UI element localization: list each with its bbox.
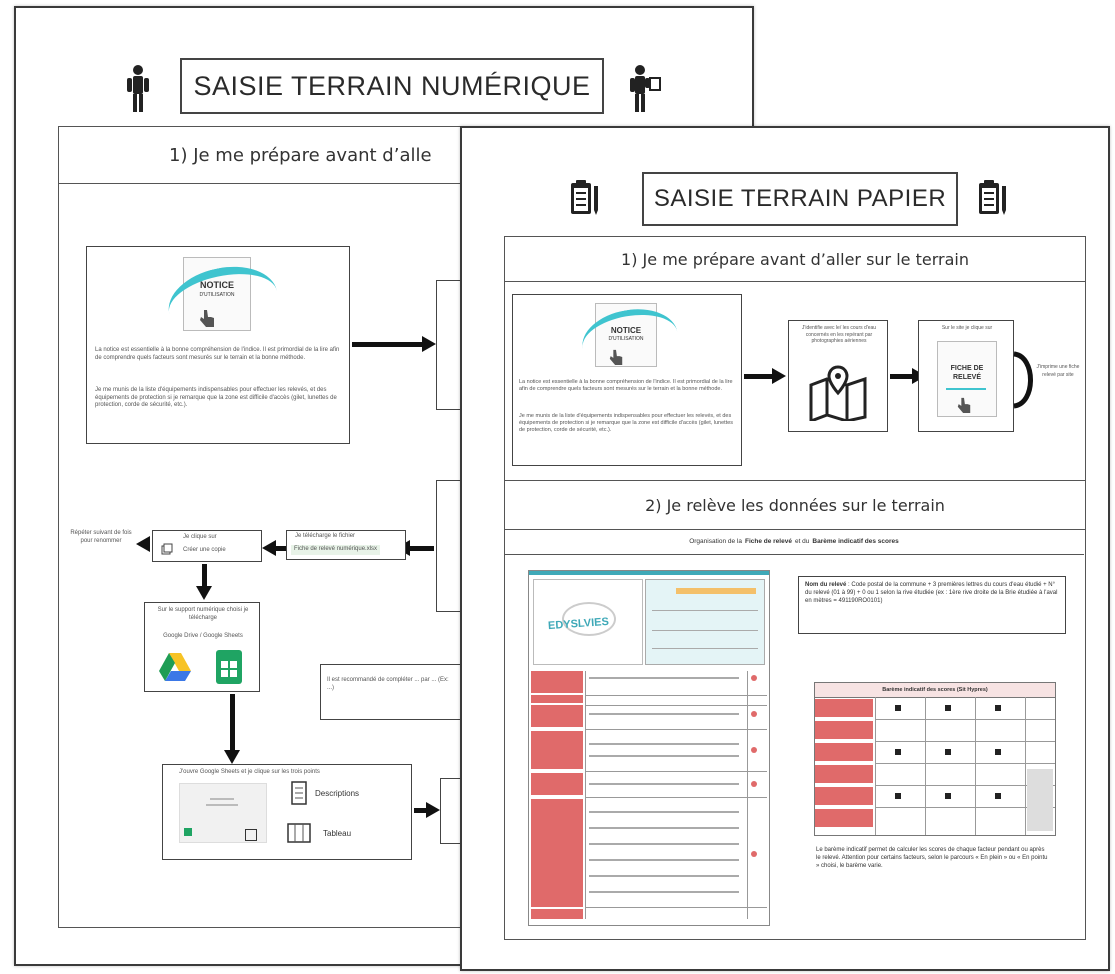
person-with-tablet-icon	[630, 65, 661, 112]
front-arrow-right-2	[890, 368, 926, 384]
front-fiche-box: Sur le site je clique sur FICHE DE RELEV…	[918, 320, 1014, 432]
back-arrow-left-1	[396, 540, 434, 556]
front-notice-box: NOTICE D'UTILISATION La notice est essen…	[512, 294, 742, 466]
google-drive-icon	[159, 653, 191, 681]
back-notice-sub: D'UTILISATION	[199, 292, 235, 298]
front-notice-thumbnail: NOTICE D'UTILISATION	[577, 302, 683, 378]
map-pin-icon	[809, 365, 867, 421]
back-support-title: Sur le support numérique choisi je téléc…	[157, 607, 249, 621]
clipboard-pen-icon	[571, 180, 598, 215]
front-org-bold-2: Barème indicatif des scores	[812, 537, 899, 545]
hand-pointer-icon	[609, 349, 623, 365]
front-nom-releve-text: Nom du relevé : Code postal de la commun…	[805, 581, 1061, 605]
front-fiche-underline	[946, 388, 986, 390]
front-notice-text-1: La notice est essentielle à la bonne com…	[519, 379, 733, 392]
front-page-papier: SAISIE TERRAIN PAPIER 1) Je me prépare a…	[460, 126, 1110, 971]
back-support-box: Sur le support numérique choisi je téléc…	[144, 602, 260, 692]
back-arrow-right-2	[414, 802, 440, 818]
clipboard-pen-icon	[979, 180, 1006, 215]
front-org-mid: et du	[794, 537, 810, 545]
front-notice-label: NOTICE	[610, 326, 642, 335]
front-nom-label: Nom du relevé	[805, 582, 847, 588]
copy-icon	[161, 543, 173, 555]
back-recommend-box: Il est recommandé de compléter ... par .…	[320, 664, 460, 720]
hand-pointer-icon	[200, 310, 214, 327]
back-bottom-title: J'ouvre Google Sheets et je clique sur l…	[179, 769, 320, 775]
back-bottom-item-1: Descriptions	[315, 789, 360, 798]
table-icon	[287, 823, 311, 843]
front-nom-releve-box: Nom du relevé : Code postal de la commun…	[798, 576, 1066, 634]
back-bottom-box: J'ouvre Google Sheets et je clique sur l…	[162, 764, 412, 860]
back-bottom-item-2: Tableau	[323, 829, 352, 838]
front-bareme-table: Barème indicatif des scores (Sit Hypres)	[814, 682, 1056, 836]
back-recommend-text: Il est recommandé de compléter ... par .…	[327, 677, 449, 691]
back-arrow-down-2	[224, 694, 240, 764]
front-fiche-label: FICHE DE RELEVÉ	[950, 365, 984, 381]
front-bareme-text: Le barème indicatif permet de calculer l…	[816, 847, 1048, 869]
front-section2-header: 2) Je relève les données sur le terrain	[504, 480, 1086, 530]
front-org-line: Organisation de la Fiche de relevé et du…	[504, 528, 1084, 555]
front-nom-text: : Code postal de la commune + 3 première…	[805, 582, 1058, 604]
front-org-bold-1: Fiche de relevé	[744, 537, 792, 545]
front-fiche-box-top: Sur le site je clique sur	[941, 325, 993, 331]
back-cutoff-box-3	[440, 778, 460, 844]
back-notice-box: NOTICE D'UTILISATION La notice est essen…	[86, 246, 350, 444]
hand-pointer-icon	[957, 397, 971, 413]
front-arrow-right-1	[744, 368, 786, 384]
back-file-box-sub: Fiche de relevé numérique.xlsx	[291, 545, 381, 555]
back-click-box-sub: Créer une copie	[183, 547, 226, 553]
front-map-box-text: J'identifie avec le/ les cours d'eau con…	[801, 325, 877, 344]
curved-arrow-icon	[1013, 351, 1033, 409]
front-notice-sub: D'UTILISATION	[608, 336, 644, 342]
google-sheets-icon	[216, 650, 242, 684]
back-support-apps: Google Drive / Google Sheets	[163, 633, 243, 639]
back-arrow-left-2	[262, 540, 286, 556]
front-fiche-side-note: J'imprime une fiche relevé par site	[1036, 364, 1080, 378]
document-icon	[291, 781, 307, 805]
back-arrow-right-1	[352, 336, 436, 352]
back-file-box-title: Je télécharge le fichier	[295, 533, 356, 539]
back-bottom-screenshot	[179, 783, 267, 843]
back-side-note: Répéter suivant de fois pour renommer	[70, 530, 132, 544]
front-fiche-releve-thumbnail: EDYSLVIES	[528, 570, 770, 926]
back-click-box: Je clique sur Créer une copie	[152, 530, 262, 562]
back-page-title: SAISIE TERRAIN NUMÉRIQUE	[180, 58, 604, 114]
back-checkbox[interactable]	[245, 829, 257, 841]
back-notice-swoosh	[162, 257, 284, 347]
back-click-box-title: Je clique sur	[183, 534, 217, 540]
front-org-pre: Organisation de la	[689, 537, 742, 545]
back-arrow-down-1	[196, 564, 212, 600]
front-fiche-thumbnail: FICHE DE RELEVÉ	[937, 341, 997, 417]
back-notice-label: NOTICE	[199, 280, 234, 290]
person-walking-icon	[127, 65, 149, 112]
front-header-cells	[645, 579, 765, 665]
front-notice-text-2: Je me munis de la liste d'équipements in…	[519, 413, 734, 433]
back-notice-text-1: La notice est essentielle à la bonne com…	[95, 347, 340, 361]
front-page-title: SAISIE TERRAIN PAPIER	[642, 172, 958, 226]
front-bareme-title: Barème indicatif des scores (Sit Hypres)	[815, 683, 1055, 698]
front-section1-header: 1) Je me prépare avant d’aller sur le te…	[504, 236, 1086, 282]
front-logo-box: EDYSLVIES	[533, 579, 643, 665]
back-notice-text-2: Je me munis de la liste d'équipements in…	[95, 387, 337, 408]
back-notice-thumbnail: NOTICE D'UTILISATION	[162, 257, 284, 347]
back-file-box: Je télécharge le fichier Fiche de relevé…	[286, 530, 406, 560]
front-map-box: J'identifie avec le/ les cours d'eau con…	[788, 320, 888, 432]
